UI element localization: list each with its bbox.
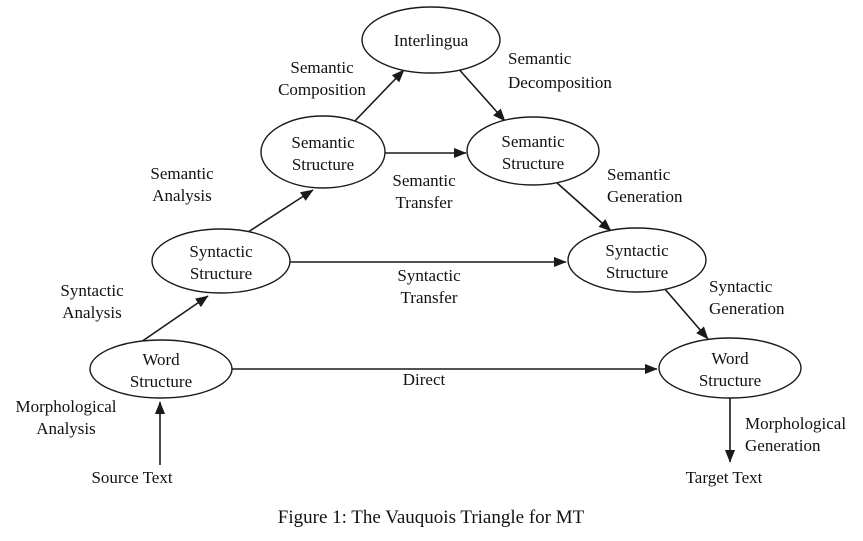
node-label-syntactic-structure-source-line1: Syntactic — [189, 242, 253, 261]
edge-label-semantic-generation-line1: Semantic — [607, 165, 671, 184]
edge-label-semantic-transfer-line1: Semantic — [392, 171, 456, 190]
edge-label-syntactic-generation-line2: Generation — [709, 299, 785, 318]
node-syntactic-structure-target[interactable]: Syntactic Structure — [567, 227, 707, 293]
edge-label-semantic-generation-line2: Generation — [607, 187, 683, 206]
node-label-semantic-structure-target-line2: Structure — [502, 154, 564, 173]
semantic-generation-edge — [555, 181, 612, 232]
figure-caption: Figure 1: The Vauquois Triangle for MT — [278, 507, 585, 528]
node-ellipse-semantic-structure-source — [260, 115, 386, 189]
node-label-word-structure-source-line2: Structure — [130, 372, 192, 391]
semantic-decomposition-edge — [455, 65, 506, 122]
node-label-syntactic-structure-target-line2: Structure — [606, 263, 668, 282]
edge-label-semantic-composition-line1: Semantic — [290, 58, 354, 77]
edge-label-syntactic-transfer-line2: Transfer — [401, 288, 458, 307]
node-ellipse-syntactic-structure-source — [151, 228, 291, 294]
edge-label-semantic-decomposition-line2: Decomposition — [508, 73, 612, 92]
edge-label-syntactic-analysis-line1: Syntactic — [60, 281, 124, 300]
terminal-label-source-text: Source Text — [91, 468, 172, 487]
node-label-syntactic-structure-source-line2: Structure — [190, 264, 252, 283]
node-ellipse-syntactic-structure-target — [567, 227, 707, 293]
node-interlingua[interactable]: Interlingua — [361, 6, 501, 74]
edge-label-semantic-analysis-line1: Semantic — [150, 164, 214, 183]
semantic-analysis-edge — [244, 189, 314, 235]
node-syntactic-structure-source[interactable]: Syntactic Structure — [151, 228, 291, 294]
node-label-word-structure-source-line1: Word — [142, 350, 180, 369]
node-label-word-structure-target-line1: Word — [711, 349, 749, 368]
edge-label-semantic-composition-line2: Composition — [278, 80, 366, 99]
node-ellipse-word-structure-source — [89, 339, 233, 399]
node-semantic-structure-source[interactable]: Semantic Structure — [260, 115, 386, 189]
node-label-interlingua: Interlingua — [394, 31, 469, 50]
syntactic-analysis-edge — [140, 295, 209, 343]
syntactic-generation-edge — [663, 287, 709, 340]
edge-label-semantic-analysis-line2: Analysis — [152, 186, 212, 205]
node-ellipse-interlingua — [361, 6, 501, 74]
node-ellipse-semantic-structure-target — [466, 116, 600, 186]
terminal-label-target-text: Target Text — [686, 468, 763, 487]
edge-label-morphological-analysis-line1: Morphological — [15, 397, 116, 416]
node-semantic-structure-target[interactable]: Semantic Structure — [466, 116, 600, 186]
edge-label-morphological-analysis-line2: Analysis — [36, 419, 96, 438]
edge-label-morphological-generation-line2: Generation — [745, 436, 821, 455]
edge-label-direct: Direct — [403, 370, 446, 389]
edge-labels-layer: Semantic Composition Semantic Decomposit… — [15, 49, 846, 455]
edge-label-syntactic-transfer-line1: Syntactic — [397, 266, 461, 285]
node-label-semantic-structure-source-line2: Structure — [292, 155, 354, 174]
node-label-word-structure-target-line2: Structure — [699, 371, 761, 390]
edge-label-morphological-generation-line1: Morphological — [745, 414, 846, 433]
semantic-composition-edge — [352, 69, 405, 124]
node-ellipse-word-structure-target — [658, 337, 802, 399]
terminal-labels-layer: Source Text Target Text — [91, 468, 762, 487]
edge-label-semantic-transfer-line2: Transfer — [396, 193, 453, 212]
edges-layer — [140, 65, 736, 465]
node-word-structure-source[interactable]: Word Structure — [89, 339, 233, 399]
node-label-semantic-structure-target-line1: Semantic — [501, 132, 565, 151]
edge-label-syntactic-analysis-line2: Analysis — [62, 303, 122, 322]
node-label-semantic-structure-source-line1: Semantic — [291, 133, 355, 152]
edge-label-semantic-decomposition-line1: Semantic — [508, 49, 572, 68]
edge-label-syntactic-generation-line1: Syntactic — [709, 277, 773, 296]
nodes-layer: Interlingua Semantic Structure Semantic … — [89, 6, 802, 399]
node-label-syntactic-structure-target-line1: Syntactic — [605, 241, 669, 260]
node-word-structure-target[interactable]: Word Structure — [658, 337, 802, 399]
